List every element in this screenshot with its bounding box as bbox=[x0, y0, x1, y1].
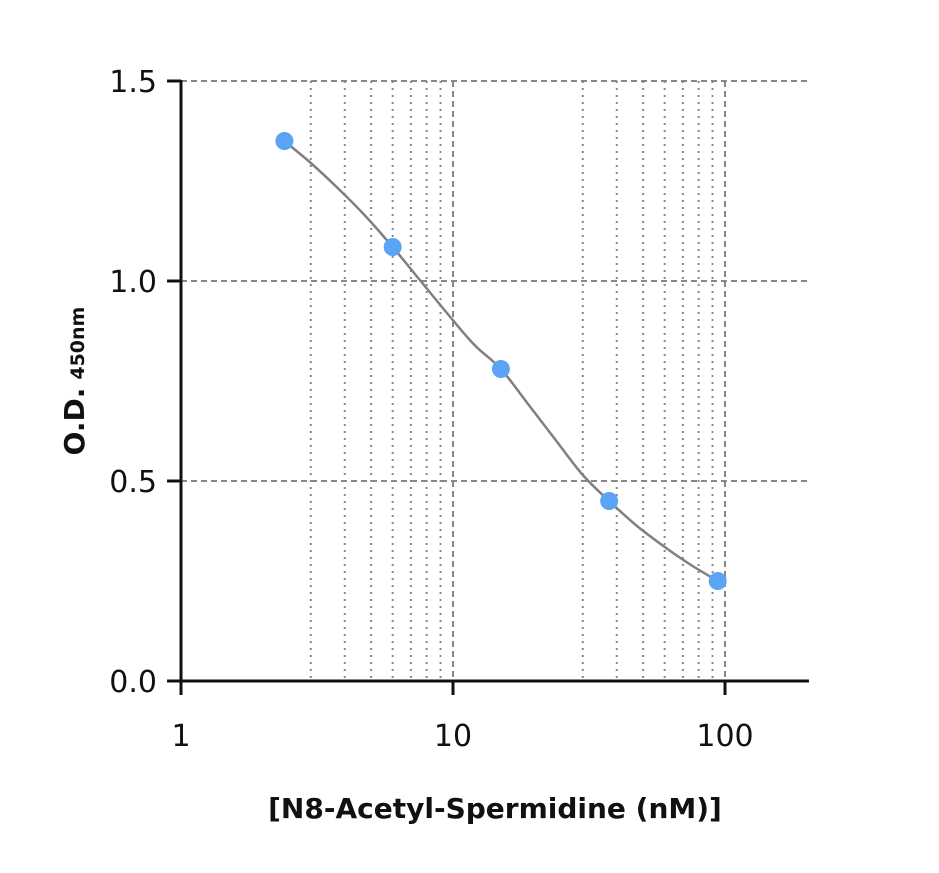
x-tick-label: 1 bbox=[171, 719, 190, 754]
y-axis-label-main: O.D. bbox=[58, 388, 91, 456]
x-axis-label: [N8-Acetyl-Spermidine (nM)] bbox=[268, 792, 722, 825]
y-axis-label: O.D. 450nm bbox=[58, 307, 91, 456]
y-tick-label: 0.0 bbox=[109, 665, 157, 700]
data-point bbox=[383, 238, 402, 256]
y-tick-label: 1.0 bbox=[109, 265, 157, 300]
data-point bbox=[708, 572, 727, 590]
y-tick-label: 0.5 bbox=[109, 465, 157, 500]
grid-lines bbox=[181, 80, 809, 681]
axes bbox=[167, 79, 809, 695]
data-points bbox=[275, 132, 727, 590]
y-axis-label-subscript: 450nm bbox=[67, 307, 89, 380]
y-tick-label: 1.5 bbox=[109, 65, 157, 100]
x-tick-label: 10 bbox=[434, 719, 472, 754]
data-point bbox=[600, 492, 619, 510]
data-point bbox=[491, 360, 510, 378]
x-tick-label: 100 bbox=[696, 719, 753, 754]
data-point bbox=[275, 132, 294, 150]
tick-labels: 0.0 0.5 1.0 1.5 1 10 100 bbox=[109, 65, 753, 754]
